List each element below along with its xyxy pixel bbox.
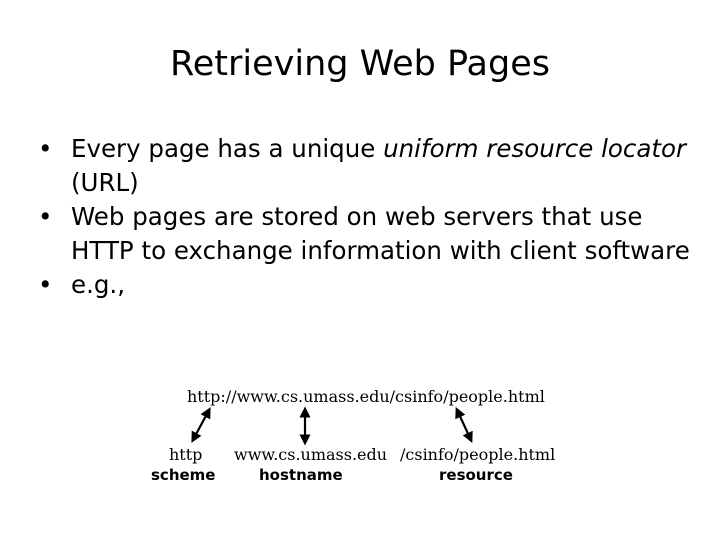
- scheme-label: scheme: [151, 466, 215, 484]
- bullet-text-segment: e.g.,: [71, 270, 125, 299]
- bullet-text-segment: Web pages are stored on web servers that…: [71, 202, 690, 265]
- resource-value: /csinfo/people.html: [400, 445, 555, 464]
- bullet-text-segment: Every page has a unique: [71, 134, 384, 163]
- hostname-label: hostname: [259, 466, 343, 484]
- bullet-list: • Every page has a unique uniform resour…: [38, 132, 698, 302]
- resource-arrow-icon: [455, 407, 473, 443]
- resource-label: resource: [439, 466, 513, 484]
- url-diagram: http://www.cs.umass.edu/csinfo/people.ht…: [151, 387, 555, 484]
- bullet-item-example: • e.g.,: [38, 268, 698, 302]
- bullet-item-url: • Every page has a unique uniform resour…: [38, 132, 698, 200]
- full-url-text: http://www.cs.umass.edu/csinfo/people.ht…: [187, 387, 545, 406]
- scheme-arrow-icon: [191, 407, 211, 443]
- bullet-dot-icon: •: [38, 270, 53, 299]
- scheme-value: http: [169, 445, 202, 464]
- bullet-text-segment-italic: uniform resource locator: [383, 134, 687, 163]
- bullet-dot-icon: •: [38, 202, 53, 231]
- bullet-dot-icon: •: [38, 134, 53, 163]
- bullet-text-segment: (URL): [71, 168, 139, 197]
- slide-title: Retrieving Web Pages: [169, 44, 550, 84]
- bullet-item-servers: • Web pages are stored on web servers th…: [38, 200, 698, 268]
- hostname-value: www.cs.umass.edu: [234, 445, 387, 464]
